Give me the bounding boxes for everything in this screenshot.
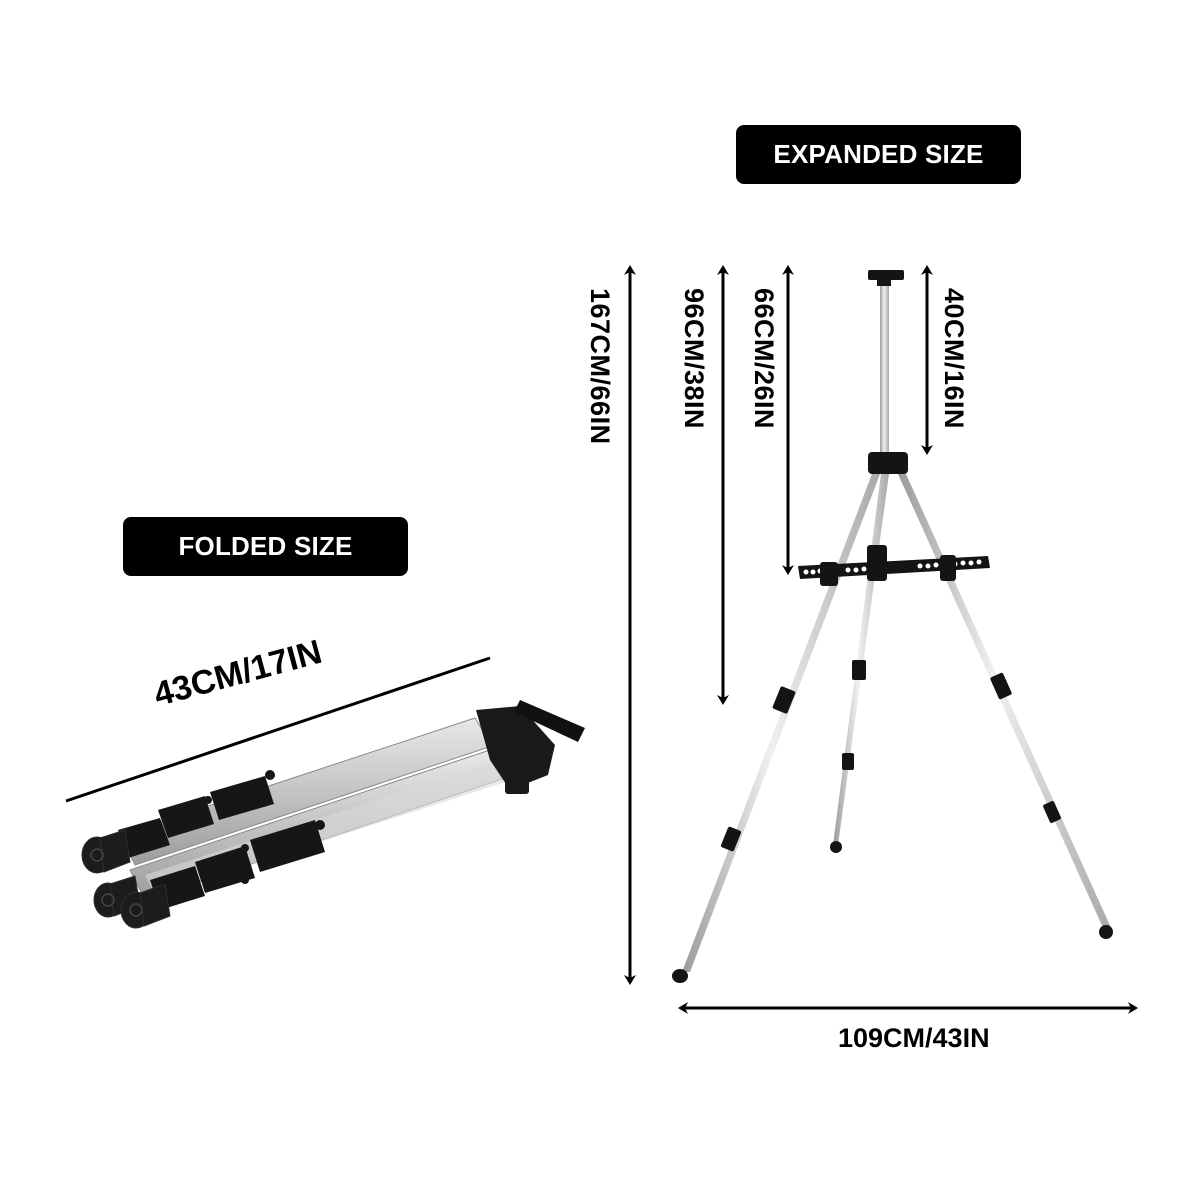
dimension-arrows [624,265,1138,1014]
expanded-size-text: EXPANDED SIZE [773,139,984,169]
leg-height-dimension: 96CM/38IN [679,288,709,430]
expanded-easel [672,270,1113,983]
base-width-dimension: 109CM/43IN [838,1023,990,1053]
folded-length-line [65,656,491,803]
folded-size-text: FOLDED SIZE [178,531,353,561]
folded-easel [65,656,585,929]
folded-size-label: FOLDED SIZE [123,517,408,576]
total-height-dimension: 167CM/66IN [585,288,615,445]
tray-height-dimension: 66CM/26IN [749,288,779,430]
expanded-size-label: EXPANDED SIZE [736,125,1021,184]
mast-height-dimension: 40CM/16IN [939,288,969,430]
